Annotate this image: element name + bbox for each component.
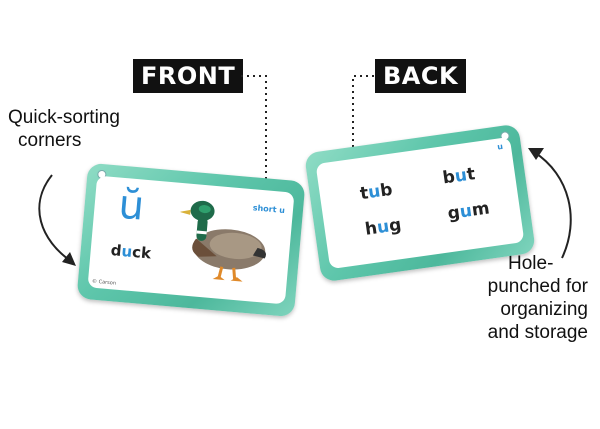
front-label: FRONT [133,59,244,93]
hole-note: Hole- punched for organizing and storage [487,253,588,343]
front-word: duck [110,241,152,263]
corners-arrow-head [62,252,76,266]
front-connector [241,75,267,190]
back-card-face: u tub but hug gum [315,136,525,270]
hole-arrow [533,151,572,259]
vowel-symbol: ŭ [116,181,147,230]
back-label: BACK [375,59,467,93]
hole-arrow-head [528,148,544,160]
back-word-4: gum [446,198,491,225]
back-word-1: tub [358,179,394,205]
duck-icon [179,200,266,282]
front-card: ŭ duck short u © Carson [76,162,306,318]
back-word-3: hug [363,214,403,240]
front-card-face: ŭ duck short u © Carson [87,175,295,305]
corners-arrow [38,174,73,263]
back-word-2: but [441,164,477,189]
back-connector [352,75,374,160]
copyright-mark: © Carson [91,278,117,287]
back-corner-mark: u [496,141,504,152]
corners-note: Quick-sorting corners [8,107,120,151]
